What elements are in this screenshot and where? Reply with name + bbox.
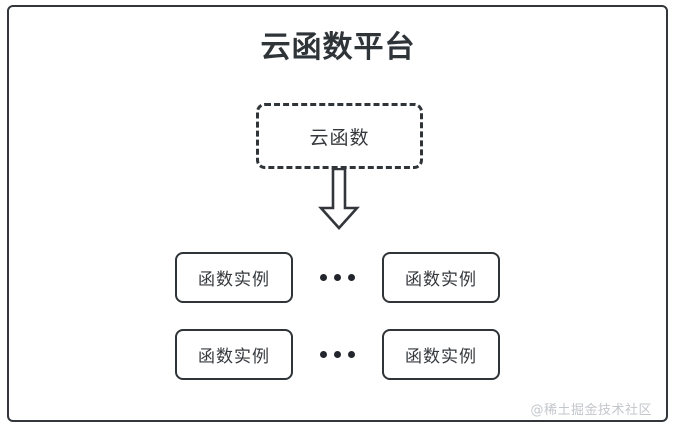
ellipsis-dot (348, 274, 355, 281)
watermark: @稀土掘金技术社区 (530, 403, 652, 418)
instance-row: 函数实例 函数实例 (175, 252, 500, 303)
cloud-function-node: 云函数 (256, 103, 423, 169)
ellipsis-dot (320, 274, 327, 281)
ellipsis-dot (334, 274, 341, 281)
instance-row: 函数实例 函数实例 (175, 329, 500, 380)
function-instance-label: 函数实例 (405, 347, 477, 367)
function-instance-label: 函数实例 (405, 270, 477, 290)
function-instance-box: 函数实例 (175, 329, 293, 380)
ellipsis-dot (348, 351, 355, 358)
page-title: 云函数平台 (260, 30, 416, 65)
function-instance-label: 函数实例 (198, 270, 270, 290)
ellipsis-dot (334, 351, 341, 358)
function-instance-label: 函数实例 (198, 347, 270, 367)
function-instance-box: 函数实例 (382, 329, 500, 380)
down-block-arrow-icon (318, 167, 360, 230)
function-instance-box: 函数实例 (175, 252, 293, 303)
ellipsis-icon (317, 252, 358, 303)
ellipsis-icon (317, 329, 358, 380)
cloud-function-label: 云函数 (309, 126, 370, 149)
ellipsis-dot (320, 351, 327, 358)
function-instance-box: 函数实例 (382, 252, 500, 303)
